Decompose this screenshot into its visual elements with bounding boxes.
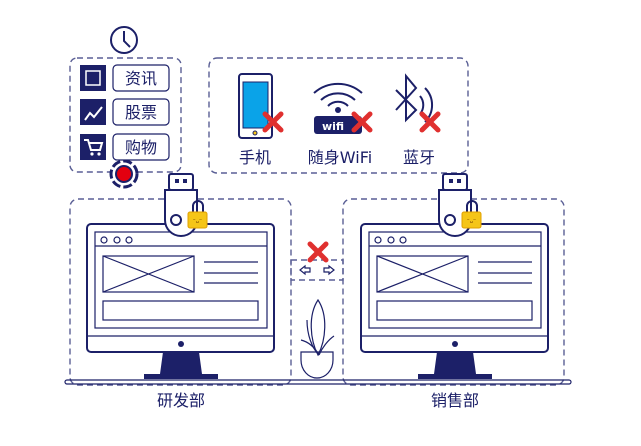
- app-item-stocks[interactable]: 股票: [80, 98, 170, 126]
- bluetooth-device: 蓝牙: [395, 73, 438, 167]
- blocked-devices-group: [208, 57, 469, 174]
- plant-icon: [300, 298, 335, 379]
- wifi-device: wifi 随身WiFi: [308, 82, 372, 167]
- monitor-rd: [86, 223, 275, 380]
- record-icon: [109, 159, 139, 189]
- svg-text:wifi: wifi: [322, 120, 344, 133]
- department-label: 研发部: [157, 391, 205, 410]
- app-label: 资讯: [125, 69, 157, 88]
- shopping-cart-icon: [80, 134, 106, 160]
- desk-line: [64, 379, 572, 385]
- clock-icon: [110, 26, 138, 54]
- department-label: 销售部: [431, 391, 479, 410]
- bluetooth-icon: [395, 73, 418, 123]
- phone-device: 手机: [238, 73, 281, 167]
- app-label: 股票: [125, 103, 157, 122]
- locked-usb-icon: [164, 173, 208, 237]
- arrow-right-icon: [323, 264, 335, 276]
- app-item-shopping[interactable]: 购物: [80, 133, 170, 161]
- app-label: 购物: [125, 138, 157, 157]
- phone-icon: [238, 73, 273, 139]
- monitor-sales: [360, 223, 549, 380]
- device-label: 随身WiFi: [308, 148, 372, 167]
- device-label: 手机: [239, 148, 271, 167]
- arrow-left-icon: [299, 264, 311, 276]
- locked-usb-icon: [438, 173, 482, 237]
- newspaper-icon: [80, 65, 106, 91]
- device-label: 蓝牙: [403, 148, 435, 167]
- stock-chart-icon: [80, 99, 106, 125]
- wifi-icon: wifi: [313, 82, 363, 134]
- network-blocked: [290, 244, 344, 281]
- app-item-news[interactable]: 资讯: [80, 64, 170, 92]
